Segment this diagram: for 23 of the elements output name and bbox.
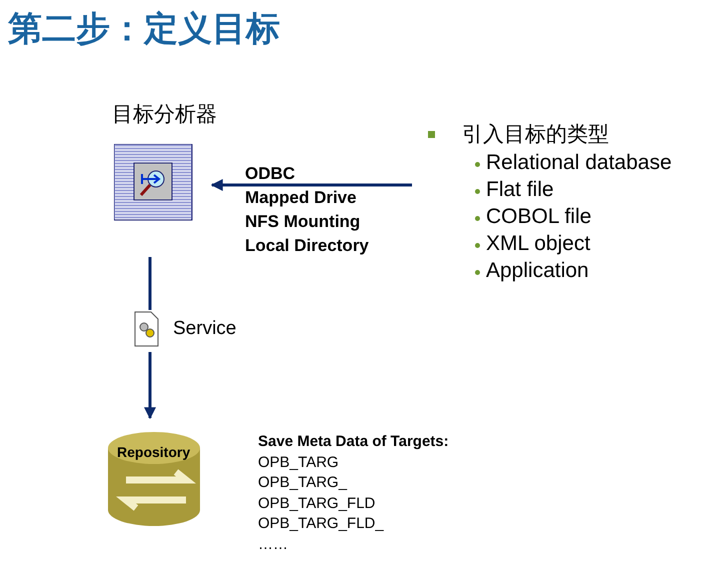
- arrow: [144, 352, 156, 420]
- list-item: Application: [486, 259, 589, 283]
- list-item: COBOL file: [486, 205, 592, 229]
- arrow: [210, 179, 412, 191]
- note-heading: Save Meta Data of Targets:: [258, 433, 449, 450]
- list-item: XML object: [486, 232, 590, 256]
- connection-type-label: ODBC: [245, 164, 296, 184]
- list-item: Flat file: [486, 178, 554, 202]
- node-label: Service: [173, 318, 236, 340]
- table-name-label: OPB_TARG_FLD: [258, 494, 376, 512]
- title: 第二步：定义目标: [8, 8, 280, 51]
- node-label: Repository: [117, 444, 190, 460]
- list-item: Relational database: [486, 151, 672, 175]
- connection-type-label: Mapped Drive: [245, 188, 356, 208]
- table-name-label: ……: [258, 536, 288, 552]
- connection-type-label: NFS Mounting: [245, 212, 360, 232]
- node-label: 目标分析器: [112, 101, 217, 128]
- connector-line: [148, 257, 152, 310]
- list-heading: 引入目标的类型: [462, 121, 609, 148]
- connection-type-label: Local Directory: [245, 236, 369, 256]
- table-name-label: OPB_TARG: [258, 454, 339, 470]
- table-name-label: OPB_TARG_FLD_: [258, 515, 384, 532]
- table-name-label: OPB_TARG_: [258, 474, 347, 491]
